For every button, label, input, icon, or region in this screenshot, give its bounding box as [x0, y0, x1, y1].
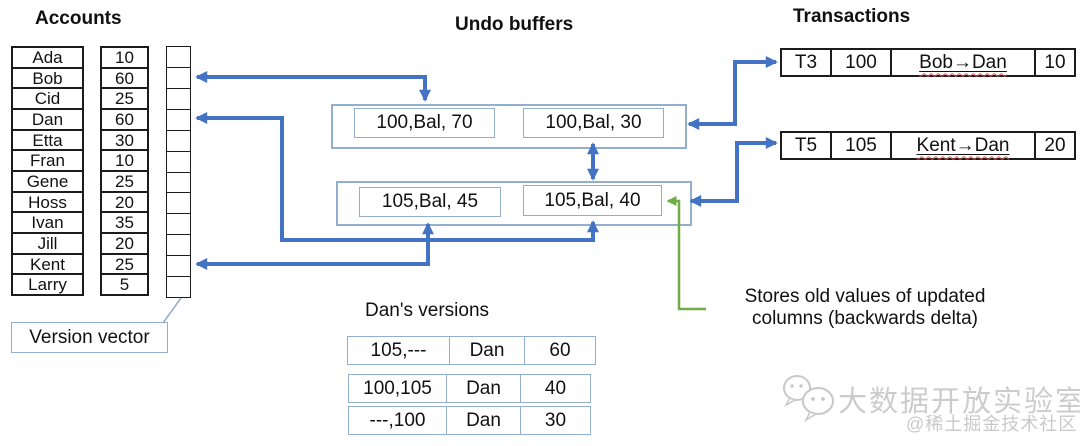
account-name: Dan [11, 108, 84, 131]
arrow-t5-to-undo-buffer [689, 137, 778, 207]
backwards-delta-annotation: Stores old values of updated columns (ba… [700, 286, 1030, 330]
version-ids: 105,--- [370, 339, 427, 361]
txn-operation-text: Kent→Dan [916, 134, 1010, 156]
undo-record-100-bal-70: 100,Bal, 70 [354, 108, 495, 138]
account-balance: 25 [100, 87, 149, 111]
watermark-community-text: @稀土掘金技术社区 [906, 414, 1078, 434]
txn-id: T5 [780, 131, 832, 160]
txn-timestamp: 105 [830, 131, 892, 160]
account-balance: 10 [100, 46, 149, 69]
txn-operation: Bob→Dan [890, 48, 1036, 77]
account-balance: 25 [100, 170, 149, 193]
version-vector-cell [166, 66, 191, 89]
account-name: Etta [11, 128, 84, 152]
transaction-row-t5: T5 105 Kent→Dan 20 [780, 131, 1076, 160]
version-vector-cell [166, 108, 191, 131]
version-vector-label: Version vector [11, 322, 168, 353]
account-balance: 10 [100, 149, 149, 173]
undo-buffer-t5: 105,Bal, 45 105,Bal, 40 [336, 181, 692, 226]
undo-record-105-bal-40: 105,Bal, 40 [523, 185, 662, 216]
account-balance: 60 [100, 108, 149, 131]
dans-versions-title: Dan's versions [365, 300, 490, 321]
version-owner: Dan [446, 407, 520, 434]
version-vector-cell [166, 276, 191, 299]
accounts-name-column: Ada Bob Cid Dan Etta Fran Gene Hoss Ivan… [11, 46, 84, 297]
txn-operation: Kent→Dan [890, 131, 1036, 160]
dans-version-row: 100,105 Dan 40 [348, 374, 591, 403]
arrow-t3-to-undo-buffer [687, 56, 778, 130]
version-ids: 100,105 [363, 377, 432, 399]
account-name: Fran [11, 149, 84, 173]
account-name: Ivan [11, 211, 84, 235]
transactions-title: Transactions [793, 6, 911, 27]
version-owner: Dan [449, 337, 524, 364]
version-vector-cell [166, 150, 191, 173]
transaction-row-t3: T3 100 Bob→Dan 10 [780, 48, 1076, 77]
txn-amount: 20 [1034, 131, 1076, 160]
txn-operation-text: Bob→Dan [919, 51, 1007, 73]
account-name: Bob [11, 66, 84, 90]
annotation-line1: Stores old values of updated [744, 286, 986, 307]
account-name: Cid [11, 87, 84, 111]
account-name: Gene [11, 170, 84, 193]
version-vector-cell [166, 192, 191, 215]
version-value: 40 [520, 375, 590, 402]
version-ids: ---,100 [369, 409, 426, 431]
undo-buffers-title: Undo buffers [455, 14, 574, 35]
txn-amount: 10 [1034, 48, 1076, 77]
account-balance: 30 [100, 128, 149, 152]
undo-record-105-bal-45: 105,Bal, 45 [359, 187, 501, 217]
undo-buffer-t3: 100,Bal, 70 100,Bal, 30 [331, 104, 687, 149]
accounts-title: Accounts [35, 8, 122, 29]
version-owner: Dan [446, 375, 520, 402]
undo-record-100-bal-30: 100,Bal, 30 [523, 108, 664, 138]
version-value: 60 [524, 337, 595, 364]
account-name: Larry [11, 273, 84, 297]
dans-version-row: 105,--- Dan 60 [347, 336, 596, 365]
txn-id: T3 [780, 48, 832, 77]
version-vector-cell [166, 46, 191, 68]
account-balance: 20 [100, 232, 149, 255]
accounts-balance-column: 10 60 25 60 30 10 25 20 35 20 25 5 [100, 46, 149, 297]
account-balance: 35 [100, 211, 149, 235]
version-vector-cell [166, 171, 191, 194]
account-balance: 20 [100, 190, 149, 214]
account-name: Hoss [11, 190, 84, 214]
arrow-bob-cell-to-undo-100-70 [195, 71, 431, 102]
account-name: Kent [11, 252, 84, 276]
version-value: 30 [520, 407, 590, 434]
version-vector-cell [166, 234, 191, 257]
txn-timestamp: 100 [830, 48, 892, 77]
account-balance: 25 [100, 252, 149, 276]
version-vector-column [166, 46, 191, 299]
account-name: Jill [11, 232, 84, 255]
arrow-kent-cell-to-undo-105-45 [195, 222, 434, 270]
version-vector-cell [166, 87, 191, 110]
version-vector-cell [166, 129, 191, 152]
watermark-brand-text: 大数据开放实验室 [838, 386, 1080, 418]
dans-version-row: ---,100 Dan 30 [348, 406, 591, 435]
version-vector-leader-line [162, 297, 182, 324]
account-balance: 60 [100, 66, 149, 90]
account-name: Ada [11, 46, 84, 69]
version-vector-cell [166, 255, 191, 278]
annotation-line2: columns (backwards delta) [752, 308, 978, 329]
version-vector-cell [166, 213, 191, 236]
account-balance: 5 [100, 273, 149, 297]
wechat-icon [783, 375, 834, 422]
